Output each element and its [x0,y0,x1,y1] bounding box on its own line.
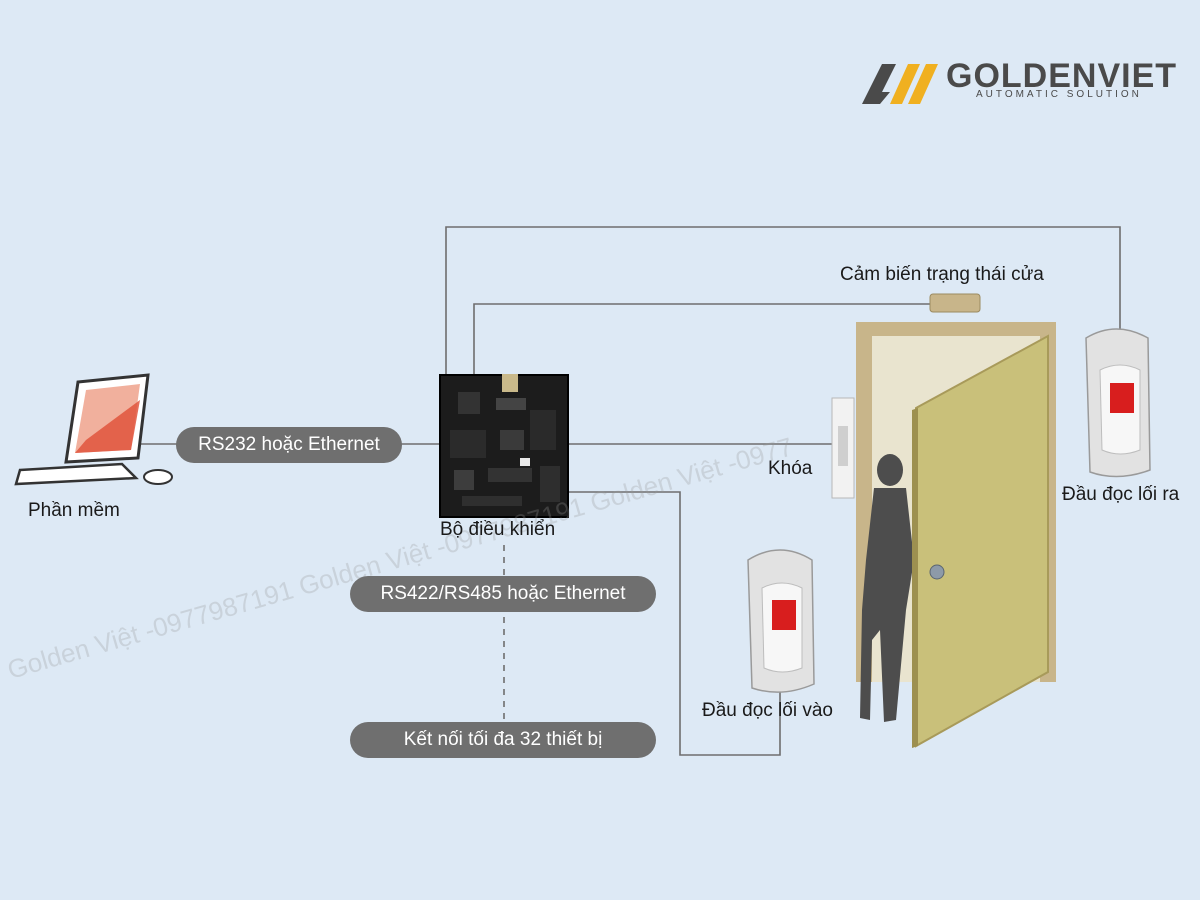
pill-pc-link: RS232 hoặc Ethernet [176,427,402,463]
controller-board [439,374,569,518]
label-entry-reader: Đầu đọc lối vào [702,700,833,721]
label-controller: Bộ điều khiển [440,519,556,540]
wire-door-sensor [473,303,930,378]
lock-icon [831,397,855,499]
label-exit-reader: Đầu đọc lối ra [1062,484,1180,505]
exit-reader-icon [1085,328,1151,478]
computer-icon [14,373,173,486]
pill-bus-link: RS422/RS485 hoặc Ethernet [350,576,656,612]
label-software: Phần mềm [28,500,120,521]
person-icon [860,454,914,722]
wire-exit-reader [445,226,1121,378]
logo-icon [862,64,938,104]
logo-tagline: AUTOMATIC SOLUTION [976,89,1142,100]
door-sensor-icon [929,293,981,313]
entry-reader-icon [747,549,815,693]
wire-entry-reader [568,491,781,756]
logo-name: GOLDENVIET [946,57,1178,95]
door-icon [912,334,1049,748]
label-lock: Khóa [768,458,813,479]
label-door-sensor: Cảm biến trạng thái cửa [840,264,1044,285]
pill-max-devices: Kết nối tối đa 32 thiết bị [350,722,656,758]
